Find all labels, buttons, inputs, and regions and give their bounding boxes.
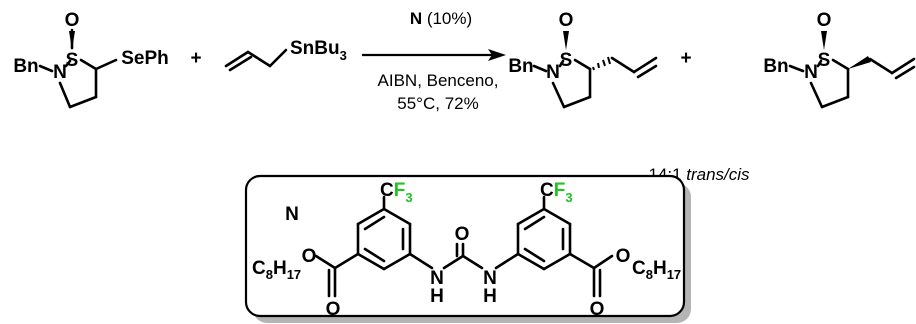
- right-cf3-label: CF3: [540, 180, 573, 205]
- product-cis: O S N Bn: [763, 10, 916, 109]
- stannane-label: SnBu3: [290, 38, 347, 63]
- left-urea-hydrogen: H: [430, 286, 444, 307]
- atom-nitrogen: N: [546, 62, 560, 83]
- left-cf3-label: CF3: [380, 180, 413, 205]
- left-aryl-ring: [356, 207, 412, 271]
- right-octyl-label: C8H17: [632, 258, 681, 282]
- atom-oxygen: O: [559, 10, 574, 31]
- right-urea-hydrogen: H: [483, 286, 497, 307]
- wedge-bond: [848, 56, 871, 69]
- catalyst-label: N: [285, 204, 299, 225]
- plus-sign: +: [680, 48, 691, 69]
- atom-oxygen: O: [817, 10, 832, 31]
- atom-sulfur: S: [818, 50, 831, 71]
- atom-oxygen: O: [65, 10, 80, 31]
- right-carbonyl-oxygen: O: [590, 299, 605, 320]
- catalyst-box: N CF3 O O C8H17 N H: [244, 174, 691, 323]
- atom-nitrogen: N: [53, 62, 67, 83]
- conditions-line-2: 55°C, 72%: [397, 94, 478, 113]
- hashed-bond: [592, 56, 611, 71]
- right-aryl-ring: [516, 207, 572, 271]
- atom-nitrogen: N: [804, 62, 818, 83]
- wedge-bond: [69, 31, 75, 50]
- right-ester-oxygen: O: [616, 246, 631, 267]
- benzyl-label: Bn: [763, 56, 788, 77]
- atom-sulfur: S: [66, 50, 79, 71]
- product-trans: O S N Bn: [508, 10, 658, 109]
- atom-sulfur: S: [560, 50, 573, 71]
- benzyl-label: Bn: [13, 56, 38, 77]
- conditions-line-1: AIBN, Benceno,: [378, 71, 499, 90]
- right-urea-nitrogen: N: [483, 268, 497, 289]
- catalyst-loading: N (10%): [410, 9, 472, 28]
- arrow-head: [488, 49, 506, 61]
- reactant-allyltributylstannane: SnBu3: [224, 38, 347, 72]
- plus-sign: +: [190, 48, 201, 69]
- left-ester-oxygen: O: [302, 246, 317, 267]
- reactant-isothiazolidine-seph: O S N Bn SePh: [13, 10, 169, 109]
- box-frame: [244, 174, 686, 318]
- seph-label: SePh: [121, 48, 169, 69]
- benzyl-label: Bn: [508, 56, 533, 77]
- wedge-bond: [563, 31, 569, 50]
- wedge-bond: [821, 31, 827, 50]
- left-urea-nitrogen: N: [430, 268, 444, 289]
- urea-carbonyl-oxygen: O: [455, 224, 470, 245]
- reaction-arrow-group: N (10%) AIBN, Benceno, 55°C, 72%: [362, 9, 506, 113]
- left-octyl-label: C8H17: [252, 258, 301, 282]
- left-carbonyl-oxygen: O: [326, 299, 341, 320]
